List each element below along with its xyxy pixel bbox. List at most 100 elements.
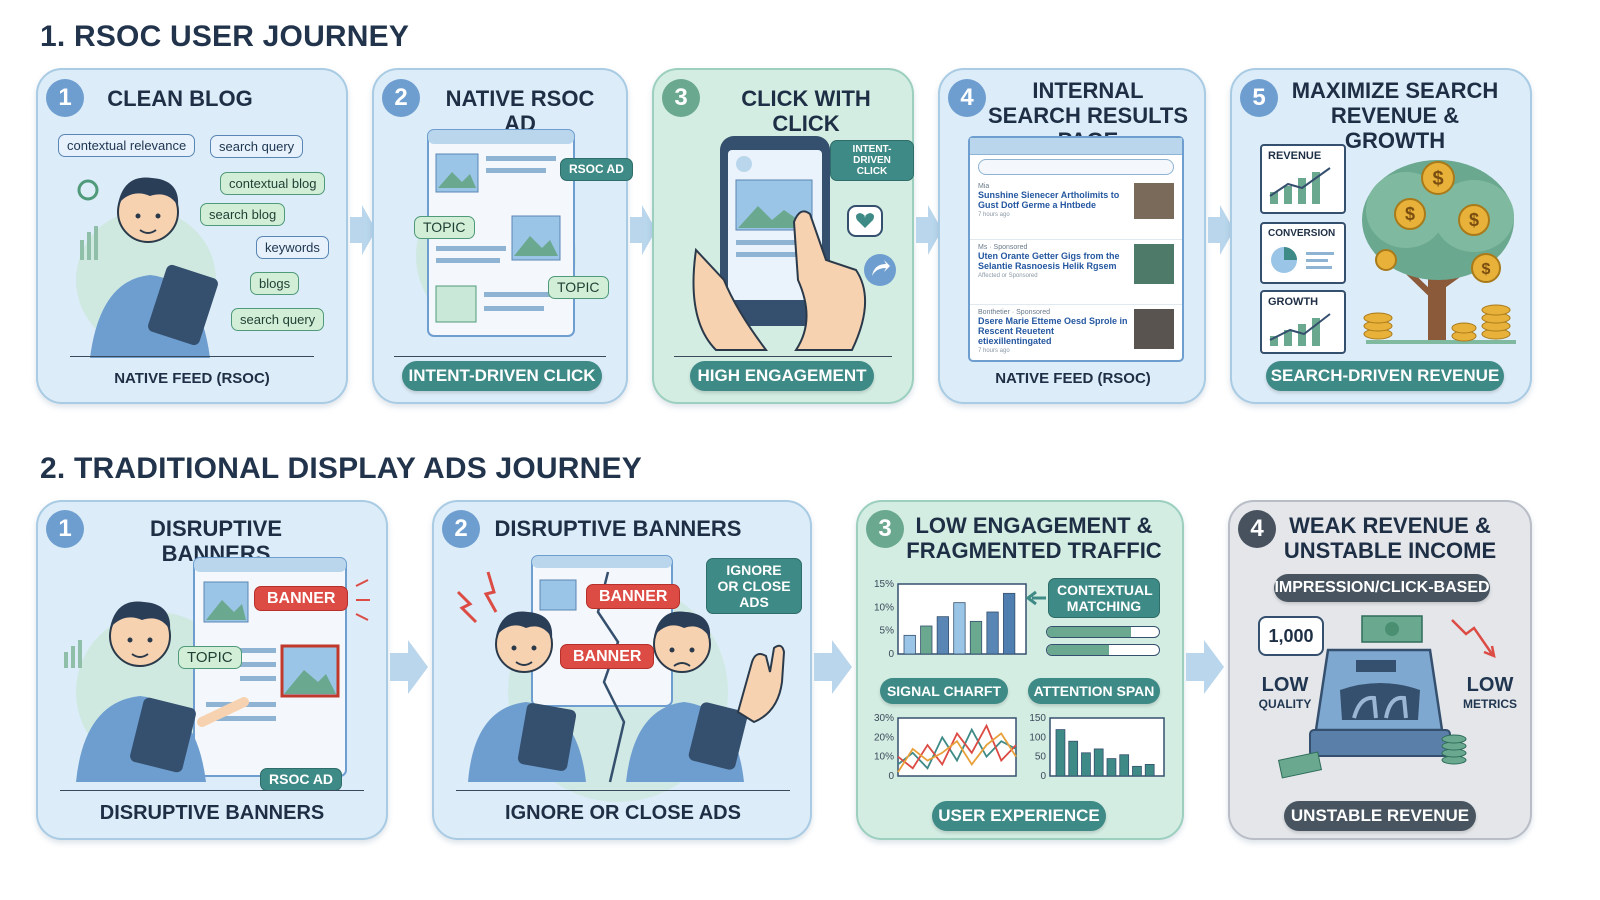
section-title-rsoc: 1. RSOC USER JOURNEY <box>40 20 410 53</box>
money-tree-illustration: $ $ $ $ <box>1362 160 1516 344</box>
label-big: LOW <box>1261 674 1309 696</box>
card-title: DISRUPTIVE BANNERS <box>494 516 742 541</box>
footer-pill: HIGH ENGAGEMENT <box>690 361 874 391</box>
search-result-item[interactable]: Mia Sunshine Sienecer Artholimits to Gus… <box>970 179 1182 240</box>
card-footer: NATIVE FEED (RSOC) <box>114 370 270 387</box>
card-footer: IGNORE OR CLOSE ADS <box>505 802 741 824</box>
result-source: Ms · Sponsored <box>978 244 1028 251</box>
rsoc-ad-label: RSOC AD <box>260 768 343 791</box>
svg-text:$: $ <box>1482 261 1491 278</box>
step-badge: 4 <box>1238 510 1276 548</box>
result-title[interactable]: Uten Orante Getter Gigs from the Selanti… <box>978 251 1120 271</box>
step-badge: 3 <box>662 79 700 117</box>
step-badge: 2 <box>442 510 480 548</box>
bar <box>953 602 966 655</box>
search-bar[interactable] <box>978 159 1174 175</box>
bar <box>1119 754 1130 777</box>
low-metrics-label: LOW METRICS <box>1458 674 1522 711</box>
footer-pill: INTENT-DRIVEN CLICK <box>402 361 602 391</box>
y-tick-label: 10% <box>874 752 894 763</box>
step-badge: 4 <box>948 79 986 117</box>
signal-line-chart: 30%20%10%0 <box>874 713 1017 782</box>
subtitle-pill: IMPRESSION/CLICK-BASED <box>1274 574 1490 602</box>
result-thumbnail <box>1134 309 1174 349</box>
metric-revenue: REVENUE <box>1260 144 1346 214</box>
banner-ad[interactable]: BANNER <box>560 644 655 669</box>
tag-search-query-2: search query <box>231 308 325 331</box>
section-title-display-ads: 2. TRADITIONAL DISPLAY ADS JOURNEY <box>40 452 642 485</box>
y-tick-label: 0 <box>888 649 894 660</box>
attention-span-label: ATTENTION SPAN <box>1028 678 1160 704</box>
footer-pill: USER EXPERIENCE <box>932 801 1106 831</box>
card-title: MAXIMIZE SEARCH REVENUE & GROWTH <box>1291 78 1499 153</box>
card-title: CLEAN BLOG <box>107 86 253 111</box>
bar <box>1055 729 1066 777</box>
card-title: WEAK REVENUE & UNSTABLE INCOME <box>1283 513 1497 563</box>
progress-bar <box>1046 626 1160 638</box>
y-tick-label: 150 <box>1029 713 1046 724</box>
bar <box>920 625 933 655</box>
bar <box>1132 765 1142 777</box>
flow-arrow-icon <box>1208 205 1234 255</box>
metric-conversion: CONVERSION <box>1260 222 1346 284</box>
signal-chart-label: SIGNAL CHARFT <box>880 678 1008 704</box>
search-result-item[interactable]: Bonthetier · Sponsored Dsere Marie Ettem… <box>970 305 1182 369</box>
result-title[interactable]: Dsere Marie Etteme Oesd Sprole in Rescen… <box>978 316 1128 346</box>
result-thumbnail <box>1134 244 1174 284</box>
step-badge: 5 <box>1240 79 1278 117</box>
tag-search-blog: search blog <box>200 203 286 226</box>
card-footer: NATIVE FEED (RSOC) <box>995 370 1151 387</box>
chart-frame <box>897 717 1017 777</box>
flow-arrow-icon <box>630 205 656 255</box>
banner-ad[interactable]: BANNER <box>254 586 349 611</box>
flow-arrow-icon <box>916 205 942 255</box>
bar <box>1093 748 1104 777</box>
y-tick-label: 0 <box>888 771 894 782</box>
bar <box>1081 752 1091 777</box>
coin-stack-icon <box>1441 734 1467 765</box>
footer-pill: SEARCH-DRIVEN REVENUE <box>1266 361 1504 391</box>
flow-arrow-icon <box>814 640 852 694</box>
banner-ad[interactable]: BANNER <box>586 584 681 609</box>
person-with-tablet-illustration <box>76 177 218 358</box>
bar <box>1068 740 1079 777</box>
y-tick-label: 10% <box>874 602 894 613</box>
gear-icon <box>77 179 99 201</box>
trend-down-icon <box>1451 619 1494 655</box>
topic-tag: TOPIC <box>178 646 242 669</box>
card-title: LOW ENGAGEMENT & FRAGMENTED TRAFFIC <box>906 513 1162 563</box>
bar <box>986 611 999 655</box>
coin-icon: $ <box>1421 161 1455 195</box>
result-time: Affected or Sponsored <box>978 273 1038 279</box>
rsoc-ad-label: RSOC AD <box>560 158 633 181</box>
tag-contextual-relevance: contextual relevance <box>58 134 196 157</box>
growth-chart-icon <box>1269 313 1331 346</box>
waving-hand-icon <box>736 644 786 724</box>
low-quality-label: LOW QUALITY <box>1250 674 1320 711</box>
display-card-low-engagement <box>856 500 1184 840</box>
bar-chart-icon <box>1269 167 1331 204</box>
svg-text:$: $ <box>1405 204 1415 224</box>
label-small: METRICS <box>1463 697 1517 711</box>
step-badge: 1 <box>46 510 84 548</box>
bar <box>1106 758 1117 777</box>
bar <box>936 616 949 655</box>
coin-icon: $ <box>1471 253 1501 283</box>
result-title[interactable]: Sunshine Sienecer Artholimits to Gust Do… <box>978 190 1120 210</box>
y-tick-label: 5% <box>880 626 895 637</box>
series-line <box>897 727 1017 770</box>
card-title: CLICK WITH CLICK <box>741 86 871 136</box>
search-result-item[interactable]: Ms · Sponsored Uten Orante Getter Gigs f… <box>970 240 1182 305</box>
result-thumbnail <box>1134 183 1174 219</box>
bar <box>1003 592 1016 655</box>
divider <box>674 356 892 357</box>
y-tick-label: 20% <box>874 732 894 743</box>
result-source: Mia <box>978 183 990 190</box>
banknote-icon <box>1277 751 1323 779</box>
result-time: 7 hours ago <box>978 212 1010 218</box>
divider <box>60 790 364 791</box>
series-line <box>897 732 1017 773</box>
phone-tap-illustration <box>692 136 896 351</box>
topic-tag: TOPIC <box>548 276 609 299</box>
